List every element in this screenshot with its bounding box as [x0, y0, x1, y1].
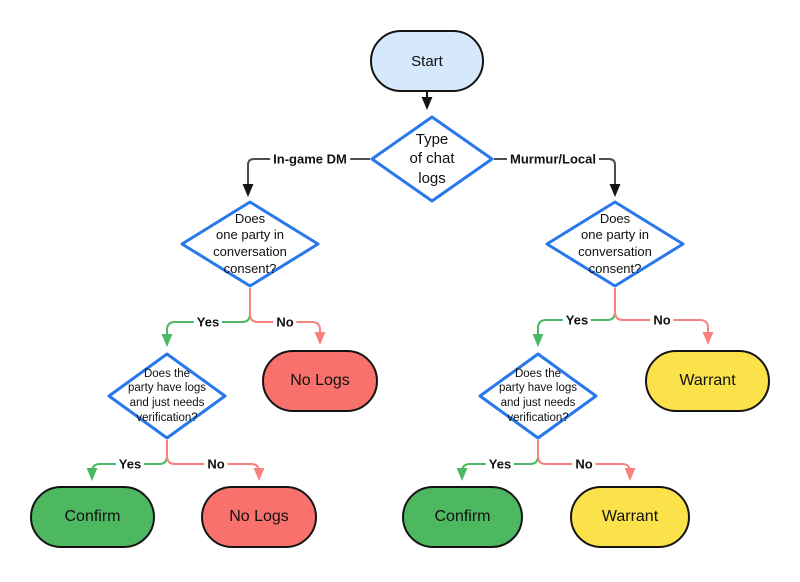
- start-node: Start: [370, 30, 484, 92]
- decision-label: Does the party have logs and just needs …: [499, 367, 577, 424]
- decision-label: Does one party in conversation consent?: [578, 210, 652, 276]
- outcome-no-logs-mid: No Logs: [262, 350, 378, 412]
- outcome-label: Confirm: [64, 508, 121, 525]
- decision-label: Does the party have logs and just needs …: [128, 367, 206, 424]
- edge-type-to-consent-left: [242, 158, 370, 197]
- diamond-shape: [180, 200, 320, 288]
- outcome-warrant-mid: Warrant: [645, 350, 770, 412]
- edge-label-no-consent-left: No: [273, 314, 297, 330]
- edge-label-yes-verification-right: Yes: [485, 456, 515, 472]
- decision-label: Type of chat logs: [409, 131, 455, 187]
- decision-verification-left: Does the party have logs and just needs …: [107, 352, 227, 440]
- edge-label-yes-verification-left: Yes: [115, 456, 145, 472]
- decision-consent-right: Does one party in conversation consent?: [545, 200, 685, 288]
- decision-chat-log-type: Type of chat logs: [370, 115, 494, 203]
- edge-label-no-consent-right: No: [650, 312, 674, 328]
- start-label: Start: [411, 52, 443, 70]
- edge-label-murmur-local: Murmur/Local: [507, 151, 599, 167]
- diamond-shape: [370, 115, 494, 203]
- outcome-confirm-right: Confirm: [402, 486, 523, 548]
- edge-label-yes-consent-left: Yes: [193, 314, 223, 330]
- decision-label: Does one party in conversation consent?: [213, 210, 287, 276]
- diamond-shape: [545, 200, 685, 288]
- edge-label-no-verification-left: No: [204, 456, 228, 472]
- edge-label-no-verification-right: No: [572, 456, 596, 472]
- edge-label-yes-consent-right: Yes: [562, 312, 592, 328]
- outcome-label: Warrant: [601, 508, 659, 525]
- outcome-confirm-left: Confirm: [30, 486, 155, 548]
- diamond-shape: [107, 352, 227, 440]
- outcome-label: Confirm: [434, 508, 491, 525]
- edge-label-ingame-dm: In-game DM: [270, 151, 350, 167]
- outcome-warrant-bottom: Warrant: [570, 486, 690, 548]
- outcome-label: Warrant: [679, 372, 736, 389]
- outcome-no-logs-bottom: No Logs: [201, 486, 317, 548]
- decision-consent-left: Does one party in conversation consent?: [180, 200, 320, 288]
- outcome-label: No Logs: [290, 372, 350, 389]
- decision-verification-right: Does the party have logs and just needs …: [478, 352, 598, 440]
- diamond-shape: [478, 352, 598, 440]
- outcome-label: No Logs: [229, 508, 289, 525]
- edge-type-to-consent-right: [494, 158, 621, 197]
